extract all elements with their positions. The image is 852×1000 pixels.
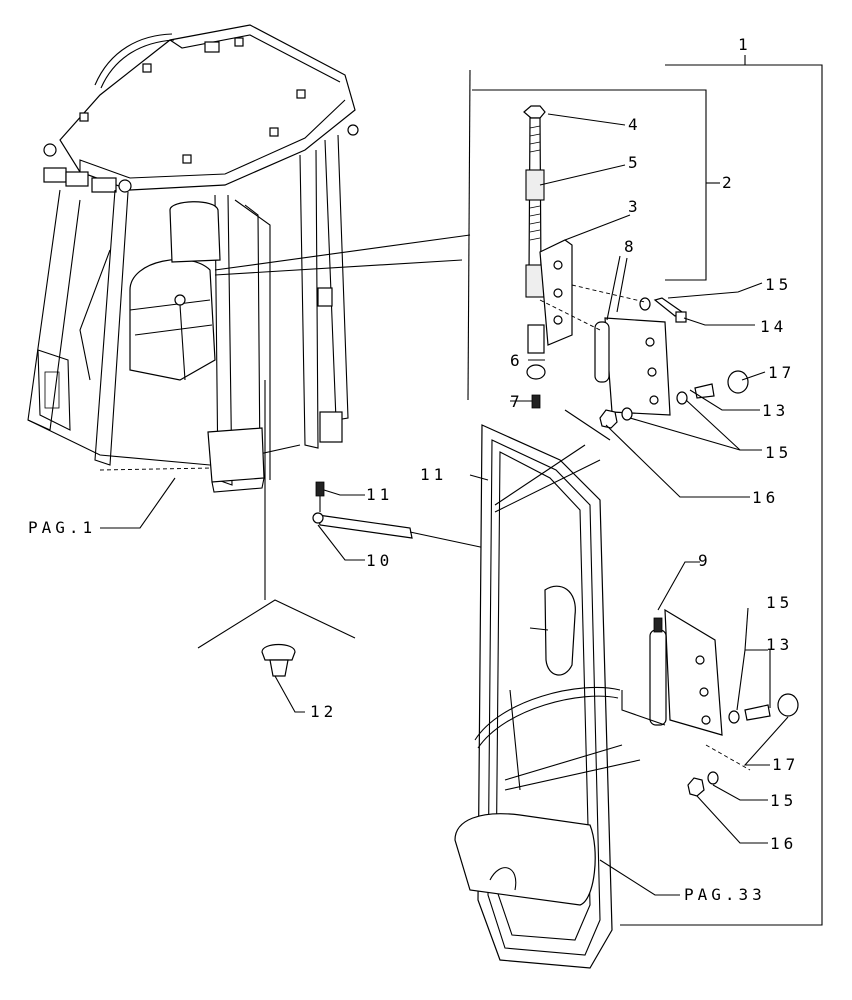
callout-11b: 11 — [420, 465, 447, 484]
callout-14: 14 — [760, 317, 787, 336]
gas-strut — [312, 481, 493, 556]
callout-labels: 1 2 3 4 5 6 7 8 9 10 11 11 12 13 13 14 1… — [28, 35, 799, 904]
callout-6: 6 — [510, 351, 524, 370]
callout-8: 8 — [624, 237, 638, 256]
callout-13b: 13 — [766, 635, 793, 654]
callout-5: 5 — [628, 153, 642, 172]
callout-15a: 15 — [765, 275, 792, 294]
callout-2: 2 — [722, 173, 736, 192]
callout-17b: 17 — [772, 755, 799, 774]
lower-hinge-exploded — [621, 608, 799, 797]
callout-9: 9 — [698, 551, 712, 570]
callout-7: 7 — [510, 392, 524, 411]
callout-10: 10 — [366, 551, 393, 570]
callout-15d: 15 — [770, 791, 797, 810]
callout-leaders — [100, 55, 789, 896]
callout-11a: 11 — [366, 485, 393, 504]
door-assembly — [454, 424, 641, 969]
callout-12: 12 — [310, 702, 337, 721]
callout-13a: 13 — [762, 401, 789, 420]
callout-4: 4 — [628, 115, 642, 134]
callout-3: 3 — [628, 197, 642, 216]
hinge-pin-exploded — [467, 64, 823, 926]
callout-17a: 17 — [768, 363, 795, 382]
callout-15b: 15 — [765, 443, 792, 462]
callout-16b: 16 — [770, 834, 797, 853]
page-ref-pag-1: PAG.1 — [28, 518, 96, 537]
callout-16a: 16 — [752, 488, 779, 507]
plug-part — [197, 380, 356, 677]
callout-15c: 15 — [766, 593, 793, 612]
page-ref-pag-33: PAG.33 — [684, 885, 766, 904]
callout-1: 1 — [738, 35, 752, 54]
cab-assembly — [27, 24, 359, 493]
